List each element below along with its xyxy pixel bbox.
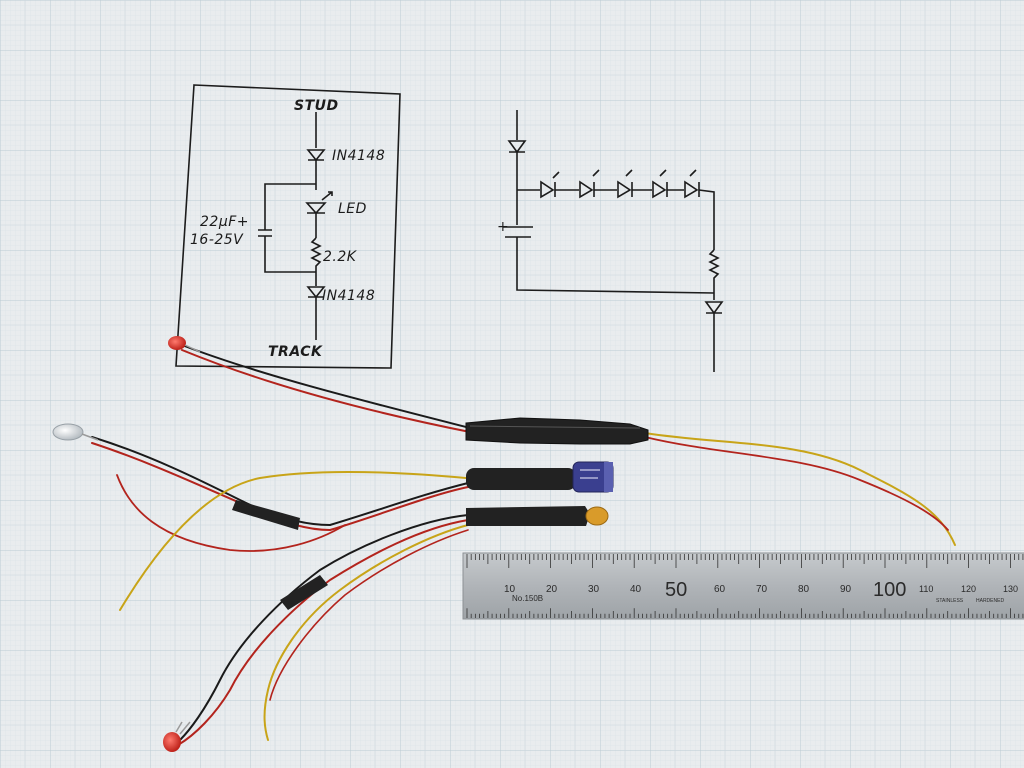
wire-assembly-3 [177,514,469,746]
ruler-stainless: STAINLESS [936,598,964,604]
heatshrink-small [232,500,300,530]
ruler-tick-60: 60 [714,584,726,595]
label-diode2: IN4148 [322,288,375,304]
electrolytic-capacitor [572,461,614,493]
steel-ruler: No.150B 10 20 30 40 50 60 70 80 90 100 1… [462,552,1024,620]
led-red-top [168,336,201,353]
wire-assembly-2 [91,436,469,611]
heatshrink-2 [466,468,576,490]
led-red-bottom [163,721,191,752]
ruler-tick-90: 90 [840,584,852,595]
label-diode1: IN4148 [332,148,385,164]
label-resistor: 2.2K [323,249,358,265]
schematic-left-labels: STUD IN4148 LED 22μF+ 16-25V 2.2K IN4148… [190,98,385,360]
label-track: TRACK [268,344,323,360]
label-cap-value: 22μF+ [200,214,249,230]
ruler-tick-10: 10 [504,584,516,595]
led-clear-left [52,423,99,441]
heatshrink-3 [466,506,590,526]
schematic-left [175,84,401,369]
ruler-tick-80: 80 [798,584,810,595]
ruler-hardened: HARDENED [976,598,1004,604]
ruler-tick-120: 120 [961,584,976,594]
tantalum-capacitor [585,506,609,526]
schematic-right [503,110,724,372]
ruler-tick-110: 110 [919,584,933,594]
ruler-tick-40: 40 [630,584,642,595]
heatshrink-mid [280,575,328,610]
label-led: LED [338,201,367,217]
heatshrink-1 [465,417,649,445]
label-stud: STUD [294,98,339,114]
schematic-border [175,84,401,369]
ruler-tick-30: 30 [588,584,600,595]
ruler-tick-70: 70 [756,584,768,595]
cap-plus-sign: + [497,219,509,235]
ruler-tick-50: 50 [665,579,687,601]
resistor-symbol [310,237,322,286]
ruler-tick-100: 100 [873,579,906,601]
ruler-tick-130: 130 [1003,584,1018,594]
resistor-right [708,249,720,300]
label-cap-voltage: 16-25V [190,232,244,248]
wire-assembly-1 [181,344,956,546]
led-chain-5 [684,180,700,199]
ruler-model: No.150B [512,594,543,603]
ruler-tick-20: 20 [546,584,558,595]
